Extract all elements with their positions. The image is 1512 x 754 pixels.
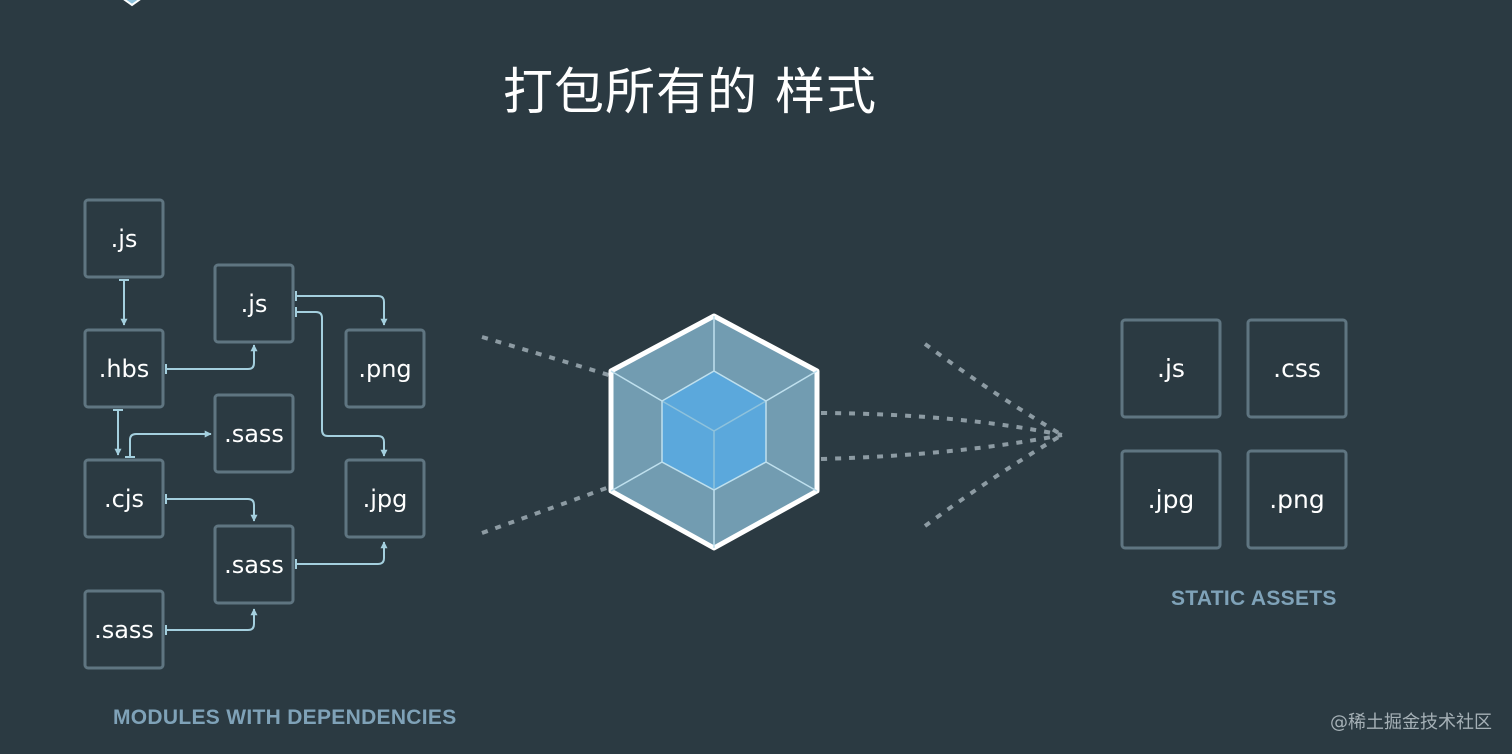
dependency-arrows: [113, 279, 388, 635]
module-label: .cjs: [104, 485, 144, 513]
module-box: .png: [344, 328, 426, 409]
module-label: .js: [241, 290, 268, 318]
module-box: .js: [213, 263, 295, 344]
module-label: .sass: [224, 551, 284, 579]
module-box: .cjs: [83, 458, 165, 539]
arrow-js-to-png: [296, 295, 388, 326]
module-label: .js: [111, 225, 138, 253]
arrow-sass-to-sass: [166, 608, 258, 631]
module-box: .sass: [213, 393, 295, 474]
module-box: .sass: [213, 524, 295, 605]
module-label: .sass: [224, 420, 284, 448]
modules-caption: MODULES WITH DEPENDENCIES: [113, 706, 457, 729]
module-box: .js: [83, 198, 165, 279]
module-label: .sass: [94, 616, 154, 644]
watermark: @稀土掘金技术社区: [1330, 712, 1492, 733]
arrow-js-to-jpg: [296, 311, 388, 457]
module-box: .jpg: [344, 458, 426, 539]
output-flow-lines: [820, 342, 1064, 528]
page-title: 打包所有的 样式: [503, 63, 877, 121]
asset-label: .js: [1157, 354, 1185, 383]
arrow-cjs-to-sass-2: [166, 498, 258, 522]
asset-label: .css: [1273, 354, 1321, 383]
module-box: .sass: [83, 589, 165, 670]
module-label: .hbs: [99, 355, 150, 383]
input-flow-lines: [481, 335, 613, 535]
module-box: .hbs: [83, 328, 165, 409]
module-label: .jpg: [363, 485, 408, 513]
asset-box: .js: [1120, 318, 1222, 419]
arrow-cjs-to-sass: [129, 430, 212, 457]
asset-box: .jpg: [1120, 449, 1222, 550]
asset-box: .png: [1246, 449, 1348, 550]
asset-label: .jpg: [1148, 485, 1195, 514]
module-label: .png: [358, 355, 411, 383]
assets-caption: STATIC ASSETS: [1171, 587, 1337, 610]
webpack-logo-partial: [116, 0, 148, 13]
asset-label: .png: [1269, 485, 1325, 514]
webpack-cube-icon: [608, 313, 820, 551]
asset-box: .css: [1246, 318, 1348, 419]
arrow-sass-to-jpg: [296, 541, 388, 565]
arrow-hbs-to-js: [166, 344, 258, 370]
